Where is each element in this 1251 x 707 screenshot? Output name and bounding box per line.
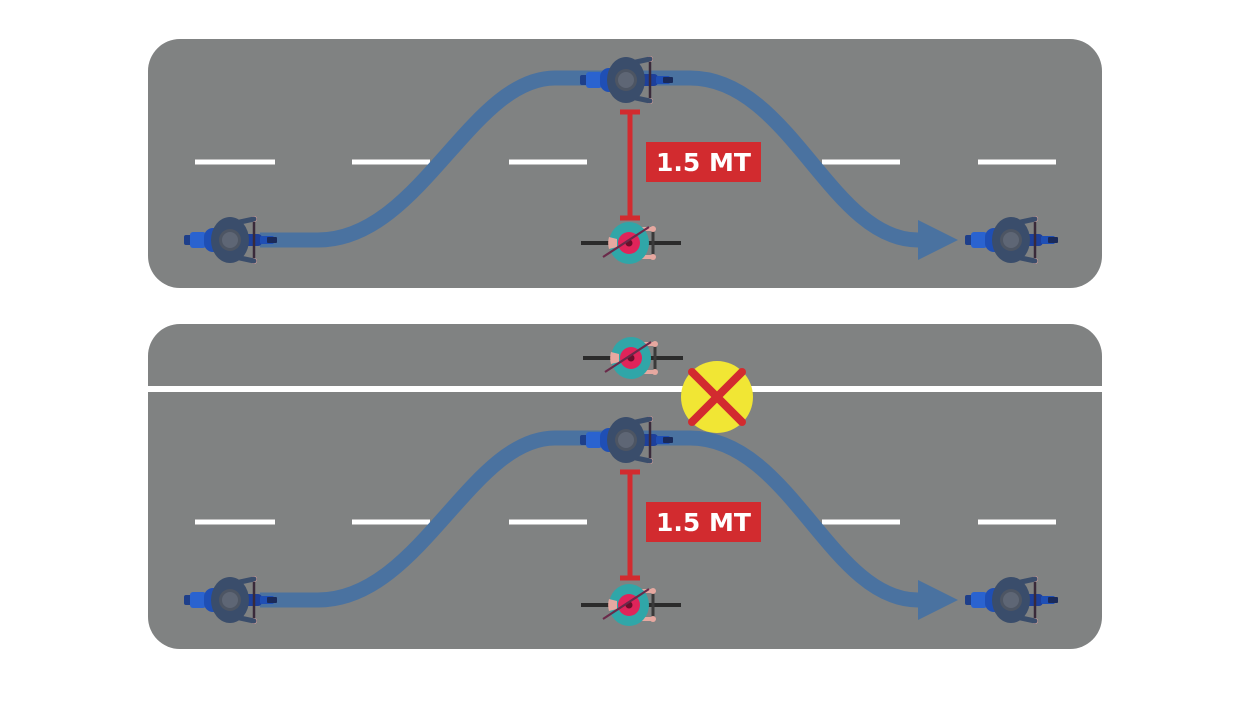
distance-label: 1.5 MT [656, 508, 751, 537]
path-arrowhead [918, 580, 958, 620]
path-arrowhead [918, 220, 958, 260]
distance-label: 1.5 MT [656, 148, 751, 177]
overtaking-path [260, 70, 919, 248]
distance-badge: 1.5 MT [646, 502, 761, 542]
distance-badge: 1.5 MT [646, 142, 761, 182]
prohibited-icon [681, 361, 753, 433]
scenario-standard-overtake: 1.5 MT [148, 39, 1102, 288]
scenario-bike-lane-no-overtake: 1.5 MT [148, 324, 1102, 649]
overtaking-path [260, 430, 919, 608]
